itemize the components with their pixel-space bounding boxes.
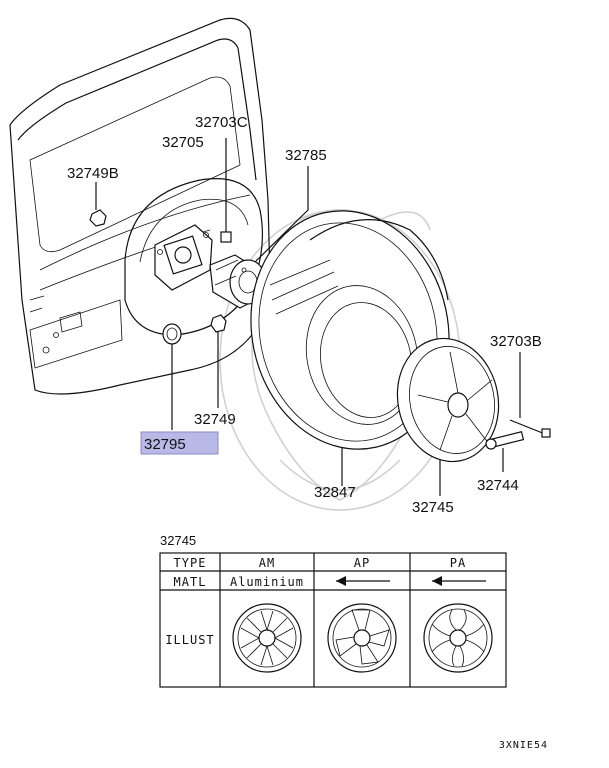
nut-32749 <box>210 314 227 408</box>
table-title: 32745 <box>160 533 196 548</box>
label-32703B[interactable]: 32703B <box>490 333 542 350</box>
col-type-ap: AP <box>354 556 370 570</box>
col-type-pa: PA <box>450 556 466 570</box>
label-32744[interactable]: 32744 <box>477 477 519 494</box>
col-type-am: AM <box>259 556 275 570</box>
row-label-matl: MATL <box>174 575 207 589</box>
label-32703C[interactable]: 32703C <box>195 114 248 131</box>
matl-am: Aluminium <box>230 575 304 589</box>
bolt-32703B <box>509 352 551 438</box>
wheel-type-table: 32745 TYPE MATL ILLUST AM AP PA Aluminiu… <box>159 533 507 688</box>
row-label-type: TYPE <box>174 556 207 570</box>
label-32785[interactable]: 32785 <box>285 147 327 164</box>
highlight-box <box>140 431 219 455</box>
wheel-illust-am <box>232 603 302 673</box>
wheel-illust-ap <box>327 603 397 673</box>
wheel-32745 <box>396 337 500 496</box>
label-32749B[interactable]: 32749B <box>67 165 119 182</box>
label-32745[interactable]: 32745 <box>412 499 454 516</box>
row-label-illust: ILLUST <box>165 633 214 647</box>
same-arrow-pa <box>432 576 486 586</box>
label-32847[interactable]: 32847 <box>314 484 356 501</box>
label-32705[interactable]: 32705 <box>162 134 204 151</box>
part-32744 <box>485 431 525 472</box>
nut-32749B <box>89 182 107 227</box>
bolt-32703C <box>220 138 232 243</box>
same-arrow-ap <box>336 576 390 586</box>
wheel-illust-pa <box>423 603 493 673</box>
diagram-code: 3XNIE54 <box>499 740 548 751</box>
label-32795[interactable]: 32795 <box>144 436 186 453</box>
cap-32795 <box>162 323 182 430</box>
bracket-32705 <box>154 224 213 291</box>
rear-door <box>9 17 271 395</box>
label-32749[interactable]: 32749 <box>194 411 236 428</box>
